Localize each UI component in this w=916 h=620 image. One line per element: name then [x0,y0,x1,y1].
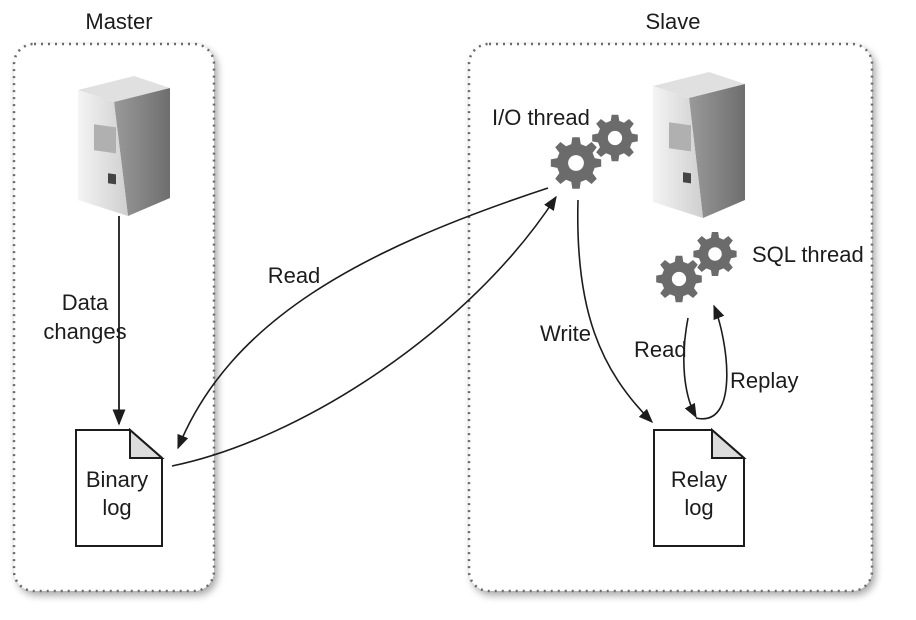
relay-log-label: Relay log [670,467,728,520]
relay-log-document [653,427,747,547]
replay-arrow [695,304,728,420]
replay-label: Replay [730,368,799,393]
sql-thread-label: SQL thread [752,242,864,267]
data-changes-label: Data changes [43,290,127,344]
sql-read-arrow [683,317,697,419]
slave-server-icon [653,72,745,218]
slave-title: Slave [645,9,701,34]
write-arrow [576,199,654,424]
binary-log-document [75,427,165,547]
master-server-icon [78,76,170,216]
read-link-label: Read [267,263,321,288]
read-response-arrow [171,195,557,467]
io-thread-label: I/O thread [492,105,590,130]
binary-log-label: Binary log [85,467,149,520]
sql-read-label: Read [634,337,687,362]
master-title: Master [85,9,153,34]
write-label: Write [540,321,591,346]
read-request-arrow [177,187,549,450]
